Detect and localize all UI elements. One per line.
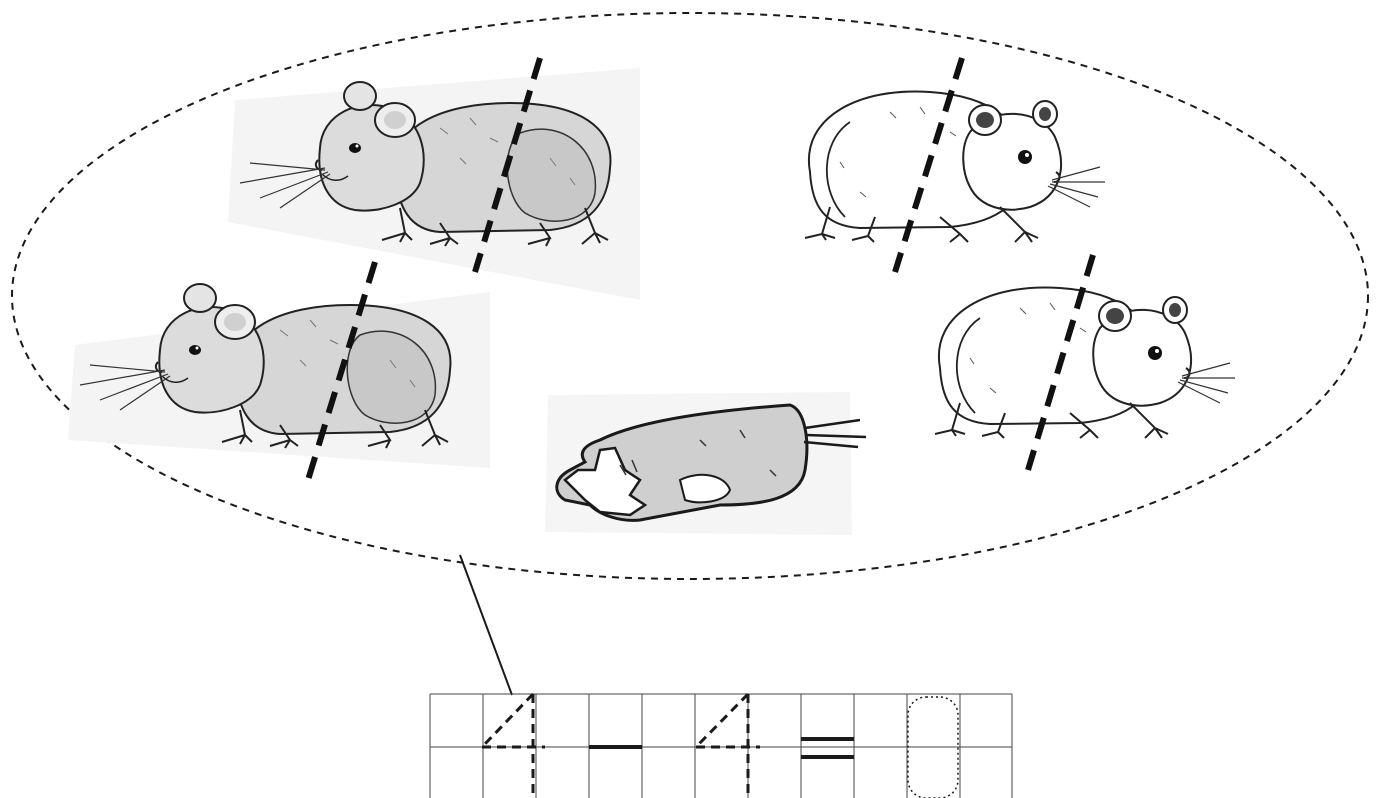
cut-line (1025, 254, 1096, 471)
cut-line (305, 261, 378, 481)
white-hamster-top (804, 57, 1106, 273)
cut-line (892, 57, 965, 273)
answer-grid (429, 693, 1013, 798)
group-oval (11, 12, 1369, 580)
digit-four-trace-1 (480, 692, 545, 798)
answer-box[interactable] (907, 696, 959, 798)
equals-sign (801, 737, 854, 759)
grey-hamster-bottom (68, 261, 490, 481)
pointer-line (459, 554, 513, 696)
digit-four-trace-2 (694, 692, 760, 798)
grey-hamster-top (228, 57, 640, 300)
partial-hamster (545, 392, 867, 535)
white-hamster-bottom (934, 254, 1236, 471)
cut-line (472, 57, 543, 273)
